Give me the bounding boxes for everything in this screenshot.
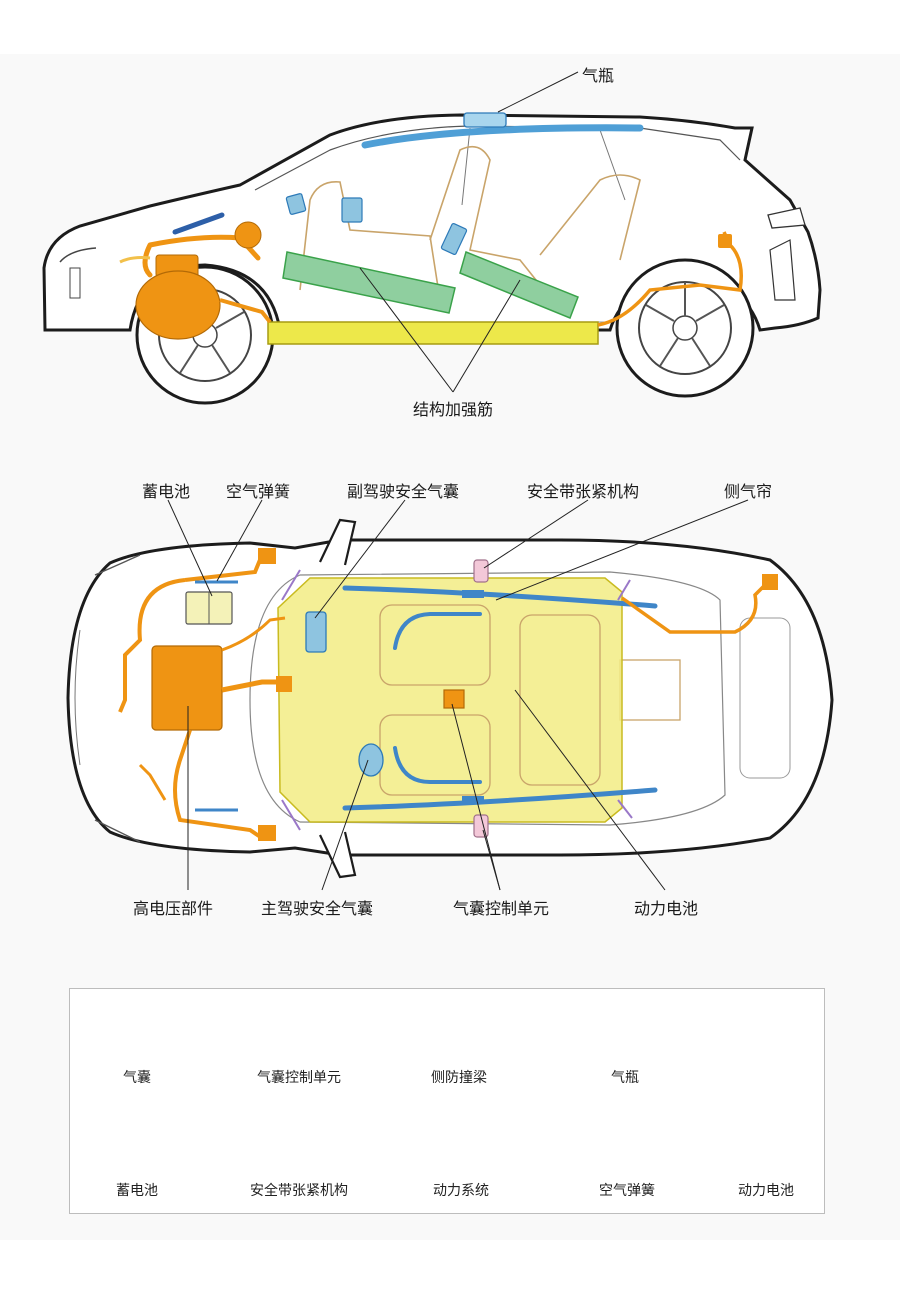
passenger-airbag-label: 副驾驶安全气囊 bbox=[347, 482, 460, 501]
top-margin bbox=[0, 0, 900, 54]
plan-powertrain bbox=[118, 548, 292, 841]
side-view bbox=[42, 71, 822, 405]
legend-caption-gas-cylinder: 气瓶 bbox=[611, 1070, 639, 1086]
driver-airbag-mark bbox=[358, 743, 384, 777]
rear-wheel bbox=[615, 258, 755, 398]
legend-caption-airbag-ecu: 气囊控制单元 bbox=[257, 1070, 341, 1086]
high-voltage-label: 高电压部件 bbox=[133, 899, 214, 918]
gas-cylinder-callout bbox=[497, 71, 579, 113]
gas-cylinder-mark bbox=[463, 112, 507, 128]
legend-caption-powertrain: 动力系统 bbox=[433, 1183, 489, 1199]
side-curtain-label: 侧气帘 bbox=[724, 482, 773, 501]
plan-airbag-ecu-mark bbox=[443, 689, 465, 709]
side-powertrain bbox=[119, 221, 272, 340]
structural-reinforcement-label: 结构加强筋 bbox=[413, 400, 494, 419]
passenger-airbag-mark bbox=[305, 611, 327, 653]
legend-caption-seatbelt: 安全带张紧机构 bbox=[250, 1183, 348, 1199]
airbag-ecu-label: 气囊控制单元 bbox=[453, 899, 550, 918]
front-door-beam bbox=[282, 251, 456, 314]
driver-airbag-label: 主驾驶安全气囊 bbox=[261, 899, 374, 918]
legend-caption-airbag: 气囊 bbox=[123, 1070, 151, 1086]
gas-cylinder-label: 气瓶 bbox=[582, 66, 615, 85]
plan-view bbox=[66, 499, 834, 891]
power-battery-label: 动力电池 bbox=[634, 899, 699, 918]
air-spring-label: 空气弹簧 bbox=[226, 482, 291, 501]
legend-caption-side-beam: 侧防撞梁 bbox=[431, 1070, 487, 1086]
plan-high-voltage-mark bbox=[151, 645, 223, 731]
legend-caption-air-spring: 空气弹簧 bbox=[599, 1183, 655, 1199]
seatbelt-tensioner-label: 安全带张紧机构 bbox=[527, 482, 640, 501]
legend-caption-power-battery: 动力电池 bbox=[738, 1183, 794, 1199]
legend-caption-battery-12v: 蓄电池 bbox=[116, 1183, 158, 1199]
sill-reinforcement bbox=[267, 321, 599, 345]
legend-box bbox=[69, 988, 825, 1214]
battery-12v-label: 蓄电池 bbox=[142, 482, 191, 501]
bottom-margin bbox=[0, 1240, 900, 1300]
rear-door-beam bbox=[459, 250, 579, 319]
